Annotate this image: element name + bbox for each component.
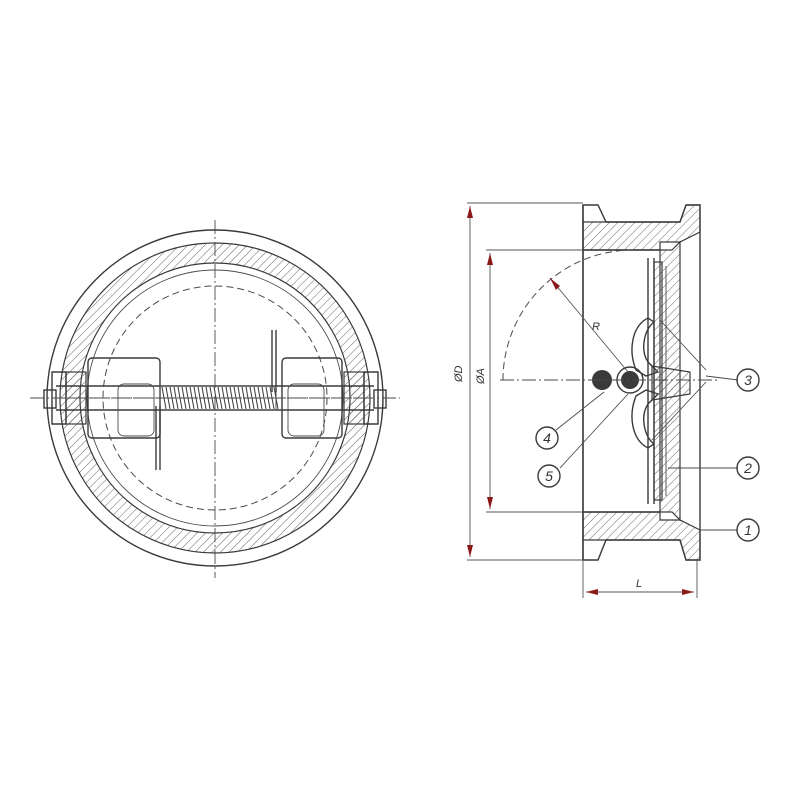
front-view <box>30 220 400 578</box>
dim-a-arrow-bottom <box>487 497 493 509</box>
spring-winding <box>201 386 207 410</box>
leader-4 <box>555 391 605 431</box>
dim-a-label: ØA <box>475 368 487 385</box>
side-view: ØD ØA R L 1 2 <box>453 202 760 598</box>
callout-3: 3 <box>736 368 760 392</box>
leader-5 <box>559 393 629 469</box>
left-hinge-inner <box>117 383 155 437</box>
leader-3 <box>705 375 739 381</box>
dim-a-arrow-top <box>487 253 493 265</box>
dim-d-arrow-bottom <box>467 545 473 557</box>
callout-5: 5 <box>537 464 561 488</box>
callout-2: 2 <box>736 456 760 480</box>
left-bolt-head <box>43 389 57 409</box>
dim-l-arrow-right <box>682 589 694 595</box>
hinge-pin <box>621 371 639 389</box>
spring-winding <box>197 386 203 410</box>
callout-2-label: 2 <box>743 460 752 476</box>
dim-d-arrow-top <box>467 206 473 218</box>
dim-r-arrow <box>550 278 560 290</box>
spring-winding <box>241 386 247 410</box>
spring-winding <box>245 386 251 410</box>
callout-1: 1 <box>736 518 760 542</box>
dim-d-label: ØD <box>453 365 465 383</box>
callout-3-label: 3 <box>744 372 752 388</box>
callout-5-label: 5 <box>545 468 553 484</box>
right-hinge-inner <box>287 383 325 437</box>
dim-r-line <box>549 277 629 373</box>
dim-l-label: L <box>636 578 642 590</box>
leader-3b <box>651 381 707 441</box>
callout-4: 4 <box>535 426 559 450</box>
callout-4-label: 4 <box>543 430 551 446</box>
dim-l-arrow-left <box>586 589 598 595</box>
dim-r-label: R <box>592 321 600 333</box>
center-boss <box>651 365 691 401</box>
right-bolt-head <box>373 389 387 409</box>
disc-swing-arc <box>502 249 634 381</box>
leader-3a <box>659 319 707 371</box>
seat-ring <box>59 242 371 554</box>
callout-1-label: 1 <box>744 522 752 538</box>
